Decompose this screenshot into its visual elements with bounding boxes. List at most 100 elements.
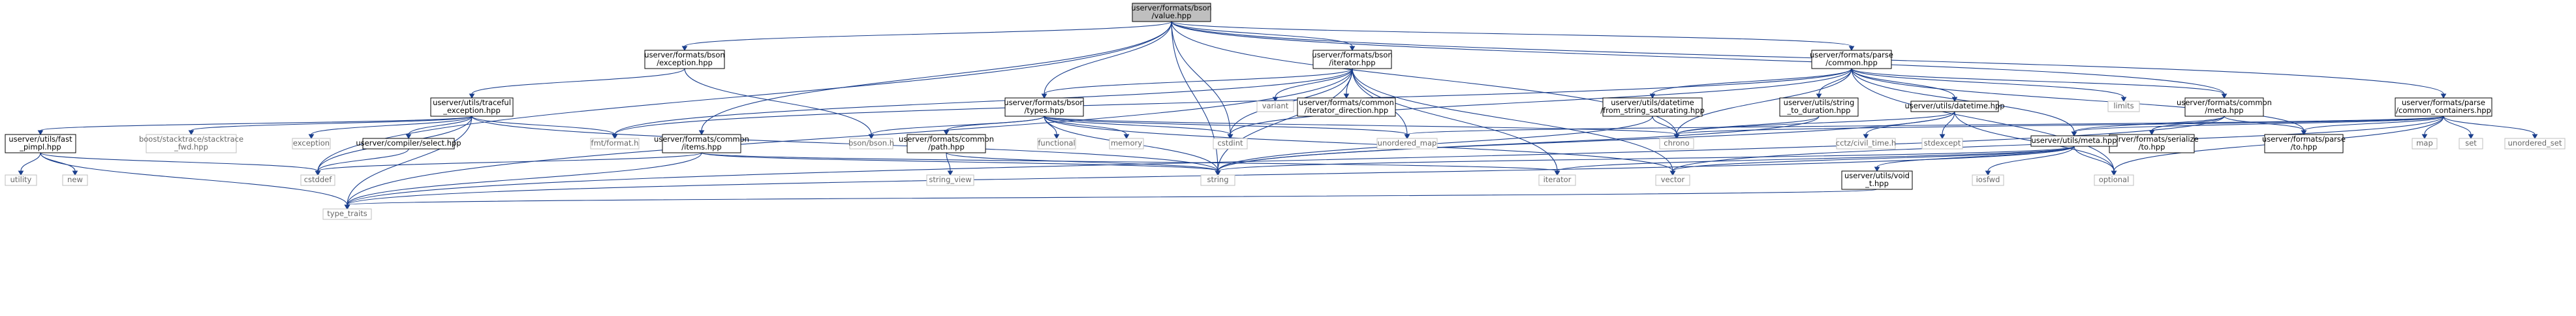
edge-root-to-iterator_hpp [1171, 21, 1356, 51]
edge-line [1044, 116, 1231, 135]
edge-line [871, 116, 1045, 135]
edge-line [1851, 68, 2304, 131]
node-box [2395, 97, 2492, 117]
node-common_path[interactable]: userver/formats/common/path.hpp [899, 134, 994, 153]
node-iterator_hpp[interactable]: userver/formats/bson/iterator.hpp [1312, 50, 1393, 69]
edge-arrowhead [1349, 46, 1356, 51]
node-box [2264, 134, 2344, 153]
node-stdexcept: stdexcept [1921, 138, 1963, 150]
edge-exception-to-traceful [469, 68, 685, 99]
node-string_to_dur[interactable]: userver/utils/string_to_duration.hpp [1779, 97, 1859, 117]
node-label: fmt/format.h [591, 138, 639, 148]
node-box [1004, 97, 1084, 117]
edge-line [1044, 116, 1408, 135]
node-box [2094, 174, 2134, 186]
edge-line [1044, 21, 1172, 95]
node-label: optional [2099, 175, 2130, 184]
node-exception[interactable]: userver/formats/bson/exception.hpp [644, 50, 725, 69]
node-parse_common[interactable]: userver/formats/parse/common.hpp [1810, 50, 1893, 69]
node-stacktrace_fwd: boost/stacktrace/stacktrace_fwd.hpp [139, 134, 243, 153]
node-label: userver/formats/bson [644, 50, 724, 59]
node-unordered_set: unordered_set [2504, 138, 2566, 150]
edge-line [311, 116, 473, 135]
node-box [1655, 174, 1690, 186]
edge-traceful-to-fast_pimpl [37, 116, 473, 135]
node-label: userver/utils/traceful [433, 98, 511, 107]
edge-line [2073, 146, 2115, 172]
node-label: userver/formats/bson [1004, 98, 1084, 107]
node-label: userver/utils/string [1784, 98, 1855, 107]
edge-line [2073, 116, 2444, 133]
node-box [590, 138, 640, 150]
node-label: userver/formats/common [899, 134, 994, 144]
edge-line [1230, 68, 1852, 135]
edge-line [347, 116, 2225, 206]
edge-line [1171, 21, 2444, 95]
node-from_string_sat[interactable]: userver/utils/datetime/from_string_satur… [1600, 97, 1705, 117]
node-label: string [1207, 175, 1228, 184]
node-traceful[interactable]: userver/utils/traceful_exception.hpp [430, 97, 514, 117]
edge-arrowhead [2120, 97, 2127, 102]
node-box [1213, 138, 1248, 150]
node-box [644, 50, 725, 69]
node-cstdint: cstdint [1213, 138, 1248, 150]
node-parse_containers[interactable]: userver/formats/parse/common_containers.… [2395, 97, 2492, 117]
edge-arrowhead [2071, 131, 2077, 136]
edge-line [1652, 68, 1852, 95]
edge-arrowhead [2440, 93, 2447, 99]
node-compiler_select[interactable]: userver/compiler/select.hpp [356, 138, 461, 150]
edge-line [1851, 68, 1955, 98]
edge-line [1352, 68, 1558, 172]
node-label: _exception.hpp [442, 106, 501, 115]
edge-arrowhead [1343, 93, 1350, 99]
node-void_t[interactable]: userver/utils/void_t.hpp [1841, 170, 1913, 190]
node-common_items[interactable]: userver/formats/common/items.hpp [654, 134, 749, 153]
edge-parse_containers-to-chrono [1673, 116, 2444, 139]
node-map: map [2412, 138, 2438, 150]
edge-arrowhead [2111, 170, 2117, 176]
node-label: string_view [929, 175, 971, 184]
node-string_view: string_view [926, 174, 974, 186]
edge-arrowhead [72, 170, 78, 176]
edge-arrowhead [405, 134, 412, 139]
edge-arrowhead [2221, 93, 2227, 99]
node-box [1836, 138, 1896, 150]
node-label: userver/formats/bson [1131, 3, 1211, 12]
edge-line [1676, 111, 1955, 135]
node-common_iterdir[interactable]: userver/formats/common/iterator_directio… [1297, 97, 1396, 117]
edge-traceful-to-compiler_select [405, 116, 473, 139]
node-box [430, 97, 514, 117]
node-label: userver/formats/serialize [2105, 134, 2198, 144]
node-iosfwd: iosfwd [1972, 174, 2004, 186]
edge-parse_common-to-string_to_dur [1816, 68, 1852, 99]
node-label: userver/formats/common [1299, 98, 1394, 107]
node-root[interactable]: userver/formats/bson/value.hpp [1131, 3, 1212, 22]
edge-utils_meta-to-iterator [1554, 146, 2075, 176]
node-box [2107, 101, 2140, 112]
edge-line [1171, 21, 1218, 172]
edge-line [347, 189, 1878, 206]
edge-utils_meta-to-optional [2073, 146, 2117, 176]
edge-line [347, 116, 473, 206]
node-serialize_to[interactable]: userver/formats/serialize/to.hpp [2105, 134, 2199, 153]
edge-arrowhead [1874, 166, 1880, 172]
node-bson_types[interactable]: userver/formats/bson/types.hpp [1004, 97, 1085, 117]
node-label: type_traits [327, 209, 367, 218]
node-utils_meta[interactable]: userver/utils/meta.hpp [2030, 135, 2118, 147]
node-exception_std: exception [292, 138, 331, 150]
edge-line [347, 152, 702, 206]
node-box [849, 138, 893, 150]
node-cctz: cctz/civil_time.h [1836, 138, 1896, 150]
node-optional: optional [2094, 174, 2134, 186]
edge-line [1171, 21, 1353, 47]
edge-line [1171, 21, 1231, 135]
edge-line [2224, 116, 2304, 131]
node-fast_pimpl[interactable]: userver/utils/fast_pimpl.hpp [5, 134, 76, 153]
edge-line [20, 152, 41, 172]
node-parse_to[interactable]: userver/formats/parse/to.hpp [2262, 134, 2346, 153]
node-label: exception [293, 138, 330, 148]
edge-parse_common-to-common_meta [1851, 68, 2227, 99]
node-common_meta[interactable]: userver/formats/common/meta.hpp [2177, 97, 2272, 117]
node-label: userver/formats/common [2177, 98, 2272, 107]
node-utils_datetime[interactable]: userver/utils/datetime.hpp [1904, 101, 2005, 112]
